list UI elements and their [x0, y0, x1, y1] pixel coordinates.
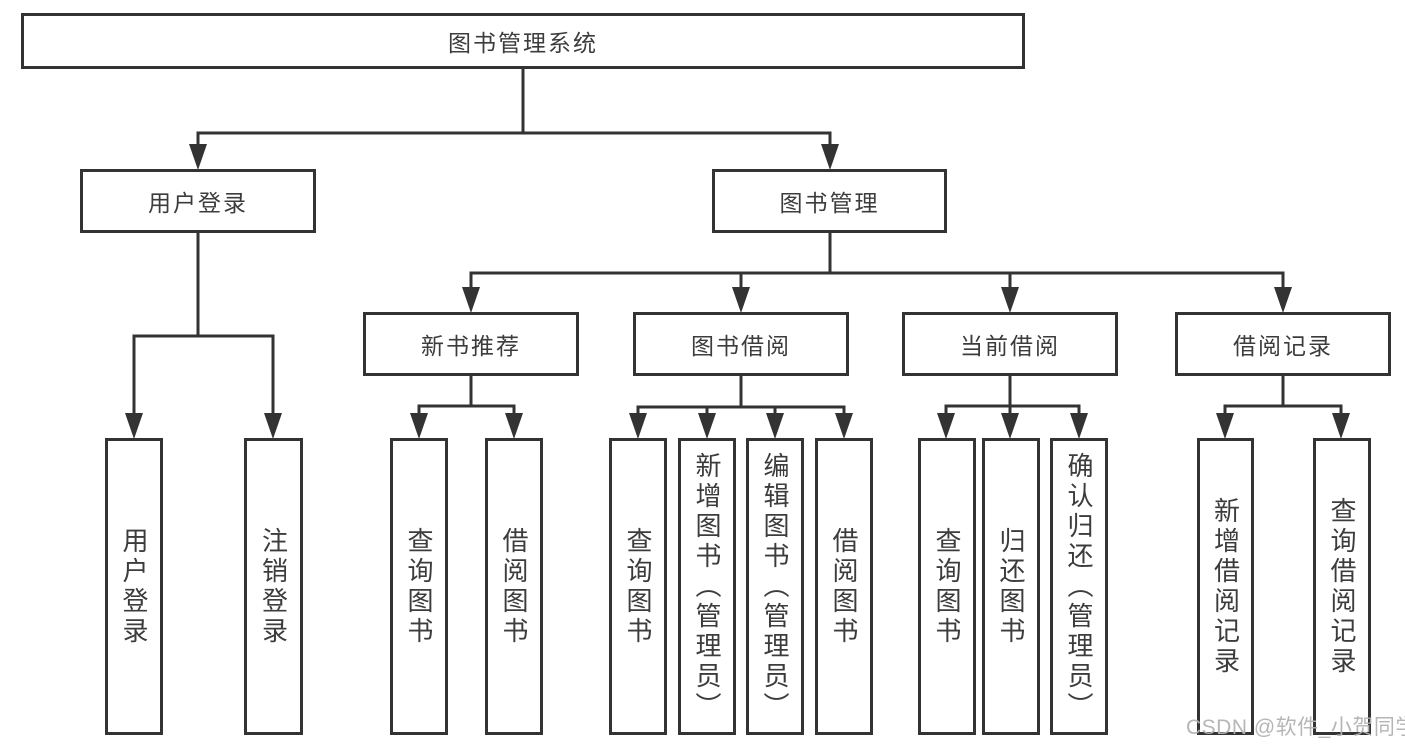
leaf-records-add-borrow-record-label: 新增借阅记录: [1210, 496, 1241, 677]
node-book-borrowing-label: 图书借阅: [691, 333, 791, 359]
leaf-user-login-label: 用户登录: [119, 526, 149, 647]
node-book-borrowing: 图书借阅: [633, 312, 849, 376]
leaf-current-return-books-label: 归还图书: [996, 526, 1026, 647]
leaf-recommend-query-books: 查询图书: [390, 438, 448, 735]
node-root-library-system: 图书管理系统: [21, 13, 1025, 69]
arrowhead-icons: [125, 144, 1350, 439]
node-new-book-recommend: 新书推荐: [363, 312, 579, 376]
leaf-borrowing-borrow-books-label: 借阅图书: [829, 526, 859, 647]
leaf-records-add-borrow-record: 新增借阅记录: [1197, 438, 1254, 735]
leaf-recommend-query-books-label: 查询图书: [404, 526, 434, 647]
leaf-borrowing-add-books-admin-label: 新增图书（管理员）: [692, 451, 722, 722]
leaf-user-login: 用户登录: [105, 438, 163, 735]
node-borrowing-records-label: 借阅记录: [1233, 333, 1333, 359]
leaf-borrowing-edit-books-admin: 编辑图书（管理员）: [746, 438, 804, 735]
watermark: CSDN @软件_小贺同学: [1186, 716, 1405, 739]
node-borrowing-records: 借阅记录: [1175, 312, 1391, 376]
leaf-borrowing-add-books-admin: 新增图书（管理员）: [678, 438, 736, 735]
leaf-current-query-books-label: 查询图书: [932, 526, 962, 647]
leaf-current-confirm-return-admin-label: 确认归还（管理员）: [1064, 451, 1094, 722]
node-book-management-label: 图书管理: [779, 190, 880, 216]
leaf-borrowing-query-books-label: 查询图书: [623, 526, 653, 647]
node-root-label: 图书管理系统: [448, 30, 598, 56]
leaf-logout: 注销登录: [244, 438, 303, 735]
leaf-recommend-borrow-books: 借阅图书: [485, 438, 543, 735]
node-user-login-label: 用户登录: [148, 190, 248, 216]
node-current-borrowing: 当前借阅: [902, 312, 1118, 376]
leaf-recommend-borrow-books-label: 借阅图书: [499, 526, 529, 647]
leaf-current-return-books: 归还图书: [982, 438, 1040, 735]
leaf-records-query-borrow-record-label: 查询借阅记录: [1327, 496, 1357, 677]
leaf-current-query-books: 查询图书: [918, 438, 976, 735]
leaf-borrowing-borrow-books: 借阅图书: [815, 438, 873, 735]
leaf-logout-label: 注销登录: [258, 526, 289, 647]
leaf-borrowing-edit-books-admin-label: 编辑图书（管理员）: [760, 451, 790, 722]
leaf-records-query-borrow-record: 查询借阅记录: [1313, 438, 1371, 735]
node-current-borrowing-label: 当前借阅: [960, 333, 1060, 359]
node-user-login: 用户登录: [80, 169, 316, 233]
node-book-management: 图书管理: [712, 169, 947, 233]
leaf-borrowing-query-books: 查询图书: [609, 438, 667, 735]
leaf-current-confirm-return-admin: 确认归还（管理员）: [1050, 438, 1108, 735]
node-new-book-recommend-label: 新书推荐: [421, 333, 521, 359]
